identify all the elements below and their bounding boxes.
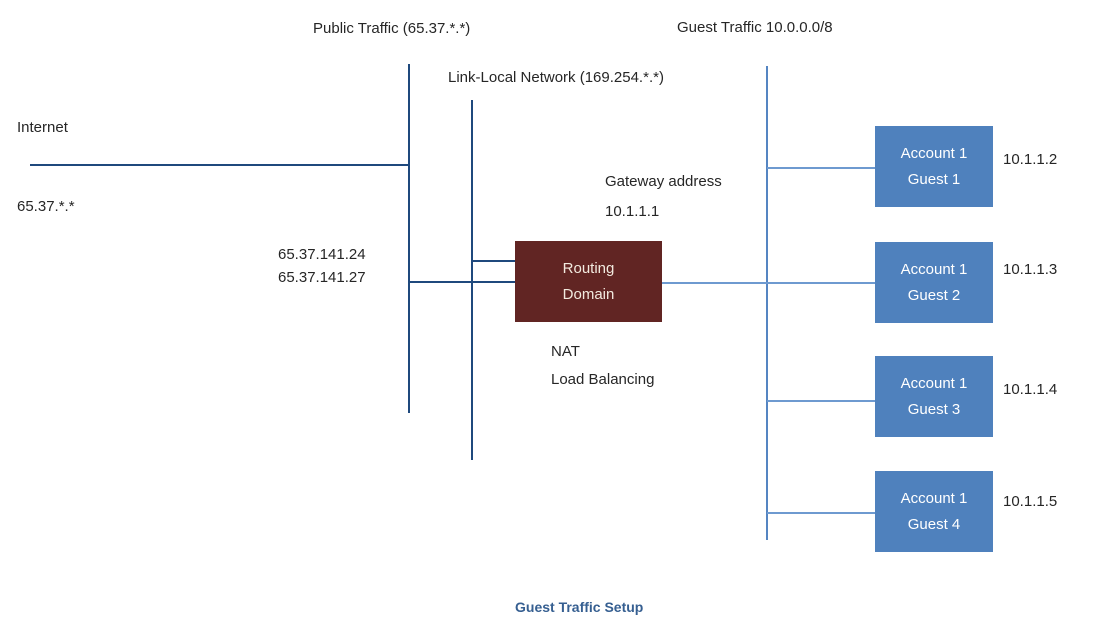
routing-functions-label: NAT Load Balancing	[551, 338, 654, 394]
public-ip-1-label: 65.37.141.24	[278, 246, 366, 263]
guest4-guest-label: Guest 4	[907, 515, 961, 533]
guest4-account-label: Account 1	[900, 489, 968, 507]
guest-node-4: Account 1 Guest 4	[875, 471, 993, 552]
guest3-guest-label: Guest 3	[907, 400, 961, 418]
internet-label: Internet	[17, 119, 68, 136]
guest3-connector	[767, 400, 875, 402]
guest4-ip-label: 10.1.1.5	[1003, 493, 1058, 510]
nat-label: NAT	[551, 343, 580, 360]
routing-domain-line1: Routing	[562, 259, 615, 277]
link-local-label: Link-Local Network (169.254.*.*)	[448, 69, 664, 86]
gateway-label: Gateway address 10.1.1.1	[605, 167, 722, 227]
routing-domain-line2: Domain	[562, 285, 615, 303]
diagram-caption: Guest Traffic Setup	[515, 599, 644, 615]
guest-node-2: Account 1 Guest 2	[875, 242, 993, 323]
guest1-account-label: Account 1	[900, 144, 968, 162]
routing-domain-node: Routing Domain	[515, 241, 662, 322]
routing-inbound-connector-link-local	[472, 260, 515, 262]
guest3-ip-label: 10.1.1.4	[1003, 381, 1058, 398]
public-ip-2-label: 65.37.141.27	[278, 269, 366, 286]
guest2-account-label: Account 1	[900, 260, 968, 278]
gateway-label-line1: Gateway address	[605, 173, 722, 190]
public-ip-range-label: 65.37.*.*	[17, 198, 75, 215]
guest1-ip-label: 10.1.1.2	[1003, 151, 1058, 168]
guest1-guest-label: Guest 1	[907, 170, 961, 188]
routing-inbound-connector-public	[409, 281, 515, 283]
load-balancing-label: Load Balancing	[551, 371, 655, 388]
guest-traffic-label: Guest Traffic 10.0.0.0/8	[677, 19, 833, 36]
guest-network-vline	[766, 66, 768, 540]
public-traffic-label: Public Traffic (65.37.*.*)	[313, 20, 471, 37]
guest3-account-label: Account 1	[900, 374, 968, 392]
link-local-vline	[471, 100, 473, 460]
guest2-ip-label: 10.1.1.3	[1003, 261, 1058, 278]
guest-node-1: Account 1 Guest 1	[875, 126, 993, 207]
guest4-connector	[767, 512, 875, 514]
public-traffic-vline	[408, 64, 410, 413]
internet-line	[30, 164, 409, 166]
guest2-guest-label: Guest 2	[907, 286, 961, 304]
guest-node-3: Account 1 Guest 3	[875, 356, 993, 437]
gateway-label-line2: 10.1.1.1	[605, 203, 660, 220]
guest1-connector	[767, 167, 875, 169]
routing-outbound-connector	[662, 282, 875, 284]
